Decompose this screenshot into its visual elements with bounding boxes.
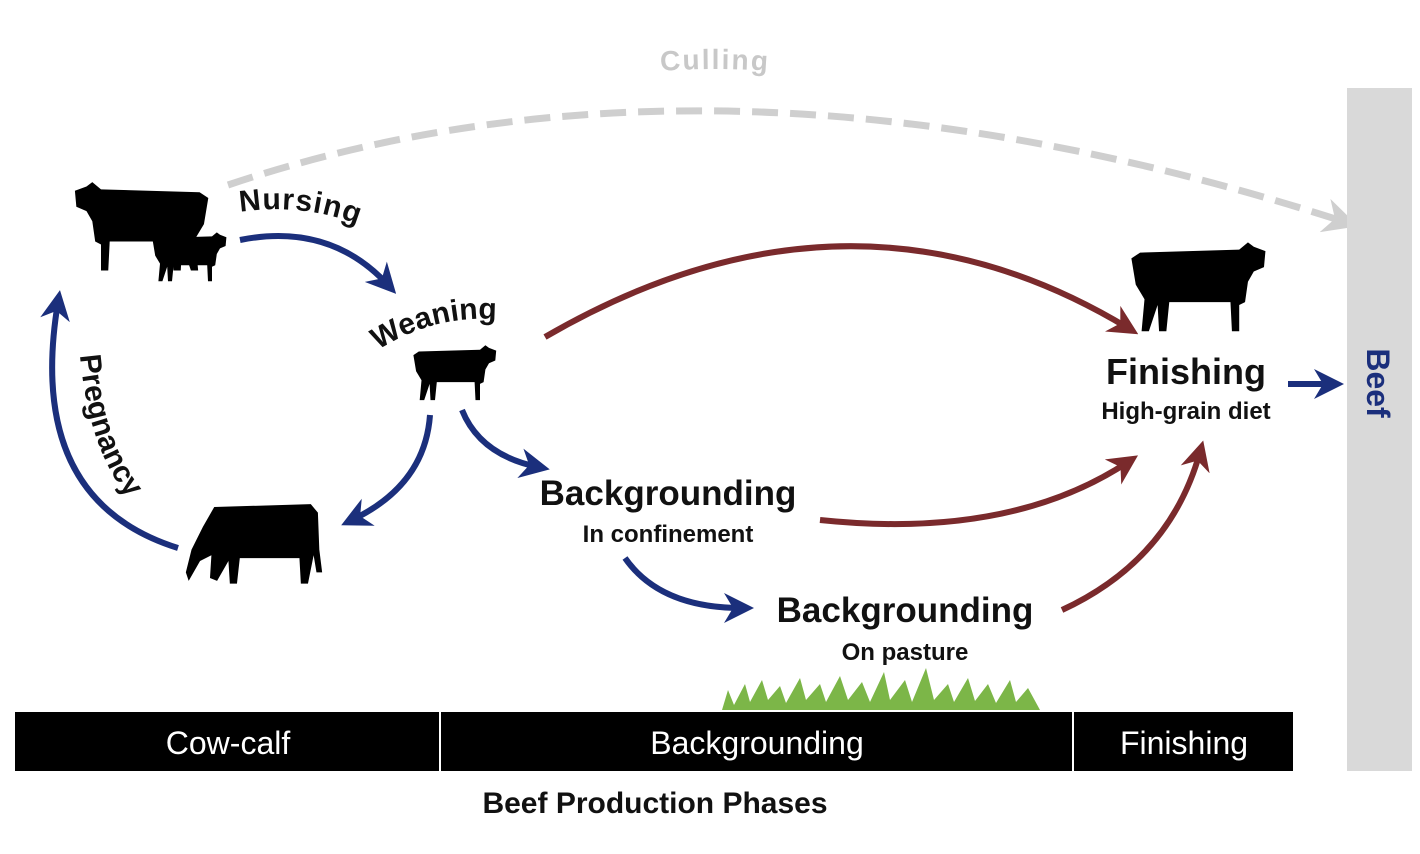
phase-backgrounding: Backgrounding: [650, 725, 863, 761]
pregnancy-arrow: [40, 290, 179, 551]
phase-cow-calf: Cow-calf: [166, 725, 291, 761]
weaning-label: Weaning: [365, 293, 497, 356]
finishing-sublabel: High-grain diet: [1101, 398, 1270, 425]
phases-title: Beef Production Phases: [482, 787, 827, 820]
grazing-cow-icon: [185, 504, 323, 584]
weaning-to-finishing-arrow: [543, 243, 1139, 340]
grass-icon: [722, 668, 1040, 710]
phase-finishing: Finishing: [1120, 725, 1248, 761]
beef-label: Beef: [1360, 348, 1396, 418]
phase-bar: Cow-calf Backgrounding Finishing: [15, 712, 1293, 771]
nursing-arrow: [239, 233, 397, 294]
confinement-to-finishing-arrow: [819, 455, 1139, 528]
culling-arrow: [226, 107, 1359, 233]
confinement-to-pasture-arrow: [622, 556, 754, 623]
calf-icon: [152, 232, 227, 282]
weaning-to-cow-arrow: [341, 414, 433, 526]
beef-bar: [1347, 88, 1412, 771]
pasture-to-finishing-arrow: [1060, 440, 1210, 613]
weaning-to-backgrounding-arrow: [459, 408, 550, 479]
confinement-sublabel: In confinement: [583, 521, 754, 548]
backgrounding-confinement-label: Backgrounding: [540, 474, 797, 513]
weaned-calf-icon: [413, 345, 497, 401]
nursing-label: Nursing: [237, 183, 367, 231]
pasture-sublabel: On pasture: [842, 639, 969, 666]
backgrounding-pasture-label: Backgrounding: [777, 591, 1034, 630]
finished-steer-icon: [1131, 242, 1266, 332]
finishing-label: Finishing: [1106, 351, 1266, 392]
culling-label: Culling: [659, 44, 771, 77]
